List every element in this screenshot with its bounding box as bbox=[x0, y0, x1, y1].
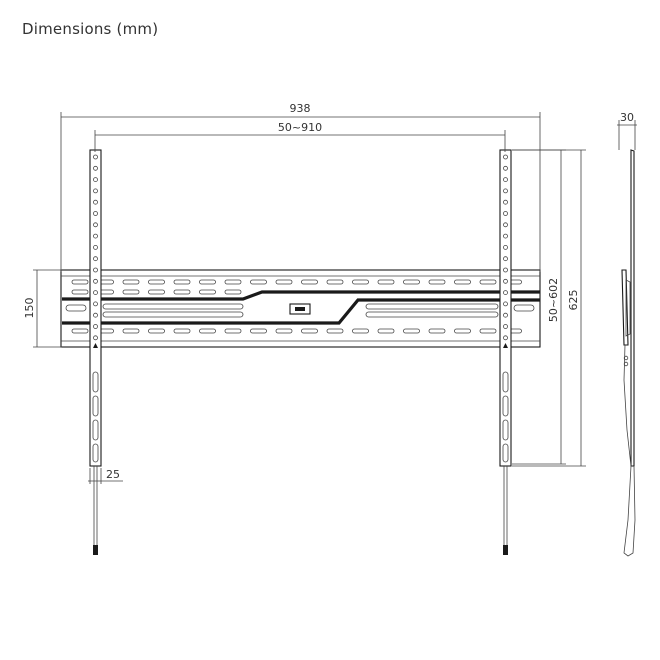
adjustment-hole bbox=[93, 244, 98, 250]
mounting-slot bbox=[250, 328, 267, 334]
adjustment-hole bbox=[503, 312, 508, 318]
label-depth: 30 bbox=[620, 111, 634, 124]
adjustment-hole bbox=[93, 188, 98, 194]
mounting-slot bbox=[403, 279, 420, 285]
mounting-slot bbox=[173, 289, 191, 295]
dimension-rail-spacing: 50~910 bbox=[94, 121, 506, 152]
adjustment-hole bbox=[503, 290, 508, 296]
wall-plate bbox=[60, 269, 541, 348]
label-arm-height: 625 bbox=[567, 290, 580, 311]
mounting-slot bbox=[71, 328, 89, 334]
mounting-slot bbox=[122, 328, 140, 334]
adjustment-hole bbox=[93, 233, 98, 239]
adjustment-hole bbox=[93, 222, 98, 228]
mounting-slot bbox=[199, 279, 216, 285]
mounting-slot bbox=[71, 289, 89, 295]
adjustment-hole bbox=[93, 278, 98, 284]
mounting-slot bbox=[352, 279, 369, 285]
dimension-overall-width: 938 bbox=[60, 102, 541, 272]
adjustment-hole bbox=[93, 199, 98, 205]
mounting-slot bbox=[454, 279, 471, 285]
adjustment-hole bbox=[93, 312, 98, 318]
adjustment-hole bbox=[93, 290, 98, 296]
slot-row-bottom bbox=[71, 328, 522, 334]
adjustment-hole bbox=[503, 177, 508, 183]
adjustment-hole bbox=[93, 301, 98, 307]
adjustment-hole bbox=[503, 267, 508, 273]
adjustment-hole bbox=[503, 154, 508, 160]
side-profile bbox=[621, 149, 636, 557]
dimension-depth: 30 bbox=[617, 111, 637, 150]
mounting-slot bbox=[352, 328, 369, 334]
mounting-slot bbox=[326, 328, 344, 334]
mounting-slot bbox=[122, 289, 140, 295]
adjustment-hole bbox=[503, 335, 508, 341]
adjustment-hole bbox=[503, 211, 508, 216]
adjustment-hole bbox=[93, 335, 98, 341]
mounting-slot bbox=[224, 279, 242, 285]
mounting-slot bbox=[479, 328, 497, 334]
label-arm-width: 25 bbox=[106, 468, 120, 481]
mounting-slot bbox=[479, 279, 497, 285]
adjustment-hole bbox=[503, 233, 508, 239]
mounting-slot bbox=[275, 279, 293, 285]
slot-row-upper bbox=[71, 289, 242, 295]
adjustment-hole bbox=[93, 154, 98, 160]
label-rail-spacing: 50~910 bbox=[278, 121, 322, 134]
mounting-slot bbox=[428, 279, 446, 285]
mounting-slot bbox=[148, 289, 165, 295]
dimension-arm-width: 25 bbox=[88, 468, 123, 484]
mounting-slot bbox=[199, 289, 216, 295]
label-bracket-height: 150 bbox=[23, 298, 36, 319]
adjustment-hole bbox=[503, 256, 508, 262]
label-overall-width: 938 bbox=[290, 102, 311, 115]
left-arm bbox=[89, 149, 102, 555]
mounting-slot bbox=[301, 279, 318, 285]
adjustment-hole bbox=[93, 165, 98, 171]
mounting-slot bbox=[148, 279, 165, 285]
adjustment-hole bbox=[503, 324, 508, 329]
adjustment-hole bbox=[503, 165, 508, 171]
mounting-slot bbox=[199, 328, 216, 334]
slot-row-top bbox=[71, 279, 522, 285]
adjustment-hole bbox=[93, 324, 98, 329]
mounting-slot bbox=[250, 279, 267, 285]
adjustment-hole bbox=[93, 211, 98, 216]
mounting-slot bbox=[224, 289, 242, 295]
adjustment-hole bbox=[503, 278, 508, 284]
mounting-slot bbox=[326, 279, 344, 285]
mounting-slot bbox=[403, 328, 420, 334]
adjustment-hole bbox=[93, 267, 98, 273]
page-title: Dimensions (mm) bbox=[22, 20, 159, 38]
mounting-slot bbox=[173, 328, 191, 334]
mounting-slot bbox=[275, 328, 293, 334]
mounting-slot bbox=[173, 279, 191, 285]
mounting-slot bbox=[224, 328, 242, 334]
mounting-slot bbox=[122, 279, 140, 285]
dimension-bracket-height: 150 bbox=[23, 269, 62, 348]
mounting-slot bbox=[377, 328, 395, 334]
mounting-slot bbox=[454, 328, 471, 334]
adjustment-hole bbox=[503, 188, 508, 194]
mounting-slot bbox=[377, 279, 395, 285]
adjustment-hole bbox=[93, 177, 98, 183]
adjustment-hole bbox=[503, 244, 508, 250]
right-arm bbox=[499, 149, 512, 555]
mounting-slot bbox=[71, 279, 89, 285]
dimension-arm-height: 625 bbox=[512, 149, 586, 467]
mounting-slot bbox=[301, 328, 318, 334]
mounting-slot bbox=[428, 328, 446, 334]
adjustment-hole bbox=[503, 301, 508, 307]
adjustment-hole bbox=[503, 222, 508, 228]
adjustment-hole bbox=[503, 199, 508, 205]
mounting-slot bbox=[148, 328, 165, 334]
label-vertical-adjust: 50~602 bbox=[547, 278, 560, 322]
adjustment-hole bbox=[93, 256, 98, 262]
